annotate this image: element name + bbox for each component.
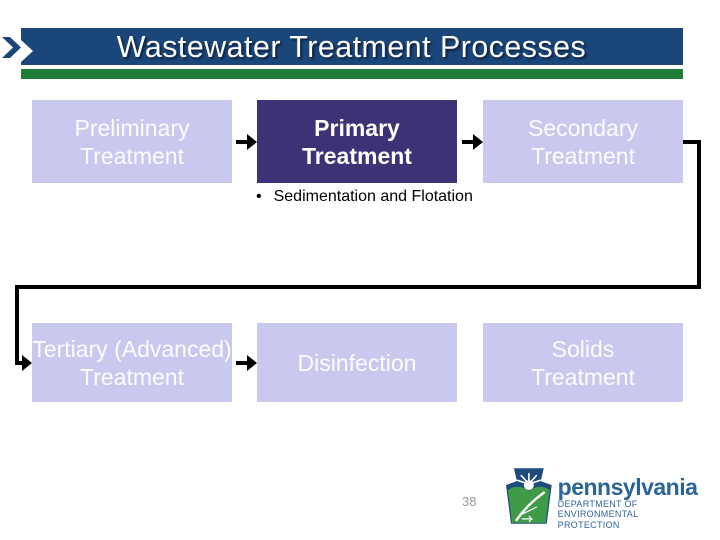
connector-segment: [15, 361, 23, 365]
box-label: Preliminary: [74, 114, 190, 141]
box-label: Treatment: [531, 142, 635, 169]
box-label: Secondary: [528, 114, 638, 141]
box-label: Primary: [314, 114, 400, 141]
box-label: Treatment: [80, 142, 184, 169]
arrowhead-icon: [473, 134, 483, 150]
arrow-primary-to-secondary: [462, 140, 475, 144]
title-notch-icon: [21, 40, 33, 62]
arrow-tertiary-to-disinfection: [236, 361, 249, 365]
page-title: Wastewater Treatment Processes: [117, 28, 587, 64]
box-label: Treatment: [531, 363, 635, 390]
bullet-sedimentation: • Sedimentation and Flotation: [256, 188, 473, 206]
arrowhead-icon: [247, 355, 257, 371]
connector-segment: [15, 285, 19, 365]
arrowhead-icon: [247, 134, 257, 150]
logo-dept-line2: PROTECTION: [557, 520, 620, 530]
logo-wordmark: pennsylvania: [557, 474, 698, 500]
box-label: Disinfection: [297, 349, 417, 376]
green-stripe: [21, 69, 683, 79]
box-label: Tertiary (Advanced): [32, 335, 232, 362]
bullet-text: Sedimentation and Flotation: [273, 188, 473, 205]
box-secondary-treatment: Secondary Treatment: [483, 100, 683, 183]
title-bar: Wastewater Treatment Processes: [21, 28, 683, 65]
logo-text: pennsylvania DEPARTMENT OF ENVIRONMENTAL…: [557, 467, 720, 531]
connector-segment: [683, 140, 701, 144]
logo-dept-line1: DEPARTMENT OF ENVIRONMENTAL: [557, 499, 639, 519]
box-label: Treatment: [80, 363, 184, 390]
bullet-icon: •: [256, 188, 262, 205]
box-label: Solids: [551, 335, 615, 362]
box-disinfection: Disinfection: [257, 323, 457, 402]
connector-segment: [15, 285, 701, 289]
arrowhead-icon: [22, 355, 32, 371]
page-number: 38: [462, 494, 477, 509]
box-solids-treatment: Solids Treatment: [483, 323, 683, 402]
keystone-icon: [505, 468, 552, 524]
box-tertiary-advanced-treatment: Tertiary (Advanced) Treatment: [32, 323, 232, 402]
box-primary-treatment: Primary Treatment: [257, 100, 457, 183]
title-chevron-icon: [2, 37, 21, 58]
box-preliminary-treatment: Preliminary Treatment: [32, 100, 232, 183]
arrow-preliminary-to-primary: [236, 140, 249, 144]
box-label: Treatment: [302, 142, 412, 169]
connector-segment: [697, 140, 701, 289]
pa-dep-logo: pennsylvania DEPARTMENT OF ENVIRONMENTAL…: [505, 467, 720, 530]
